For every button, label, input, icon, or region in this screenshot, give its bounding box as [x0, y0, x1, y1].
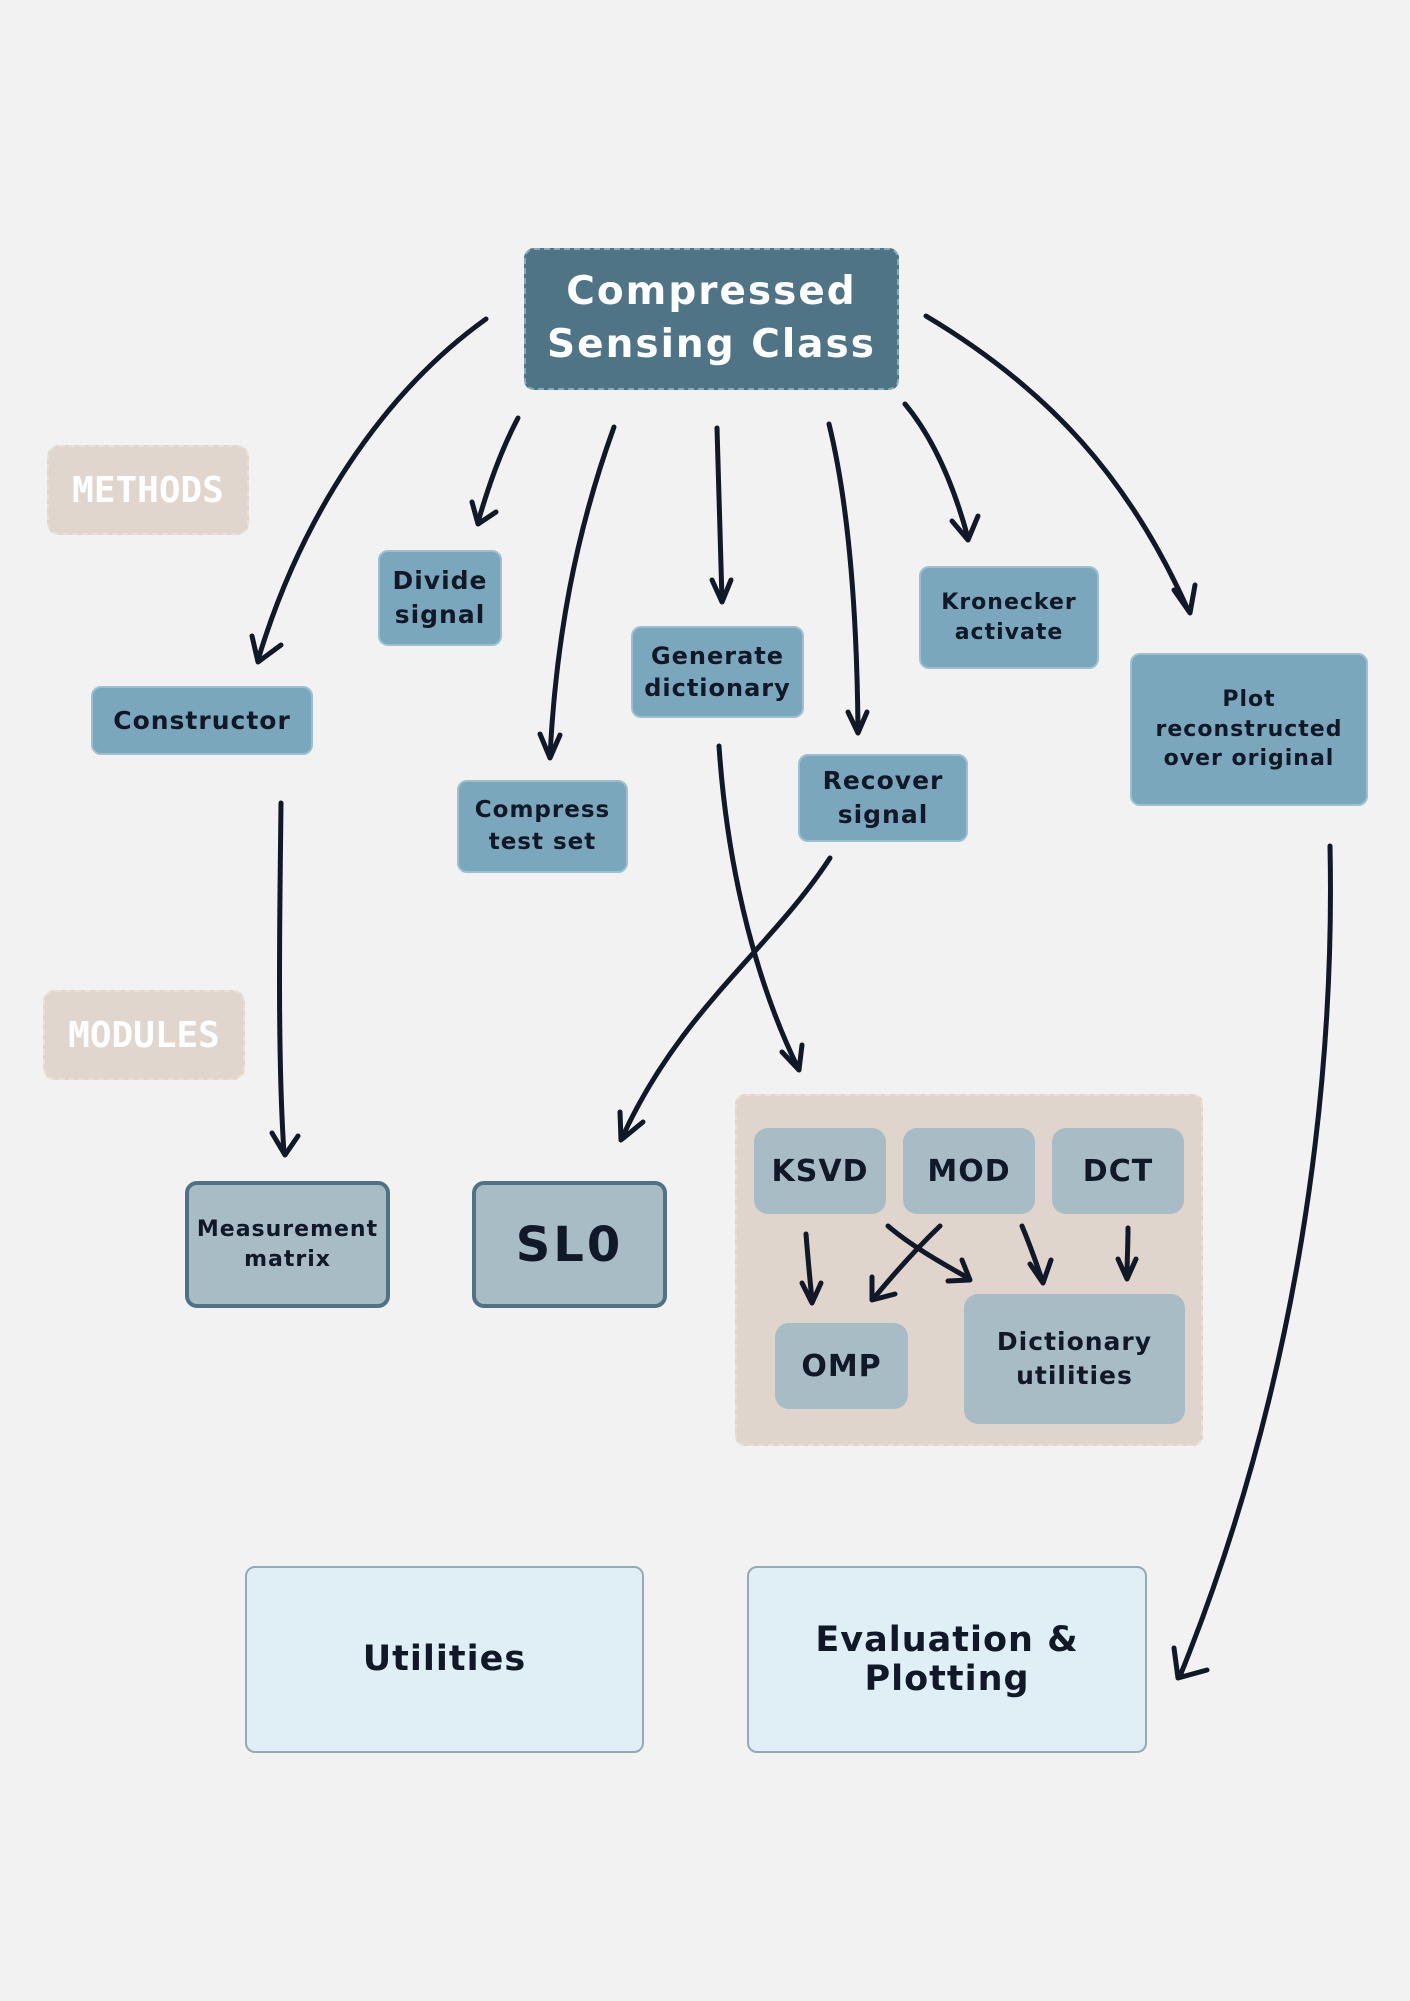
- arrow-mod-to-omp: [871, 1223, 943, 1301]
- arrow-root-to-recover-signal: [826, 421, 861, 733]
- arrow-root-to-plot-reconstructed: [923, 313, 1191, 613]
- method-recover-signal-label: Recover signal: [822, 766, 944, 829]
- method-constructor-label: Constructor: [113, 705, 291, 735]
- arrow-root-to-compress-test-set: [547, 424, 617, 759]
- module-dictionary-utilities-label: Dictionary utilities: [996, 1327, 1153, 1390]
- arrow-head-generate-dictionary: [709, 577, 734, 605]
- module-dct-label: DCT: [1082, 1153, 1154, 1189]
- method-divide-signal-label: Divide signal: [392, 566, 488, 629]
- module-dictionary-utilities: Dictionary utilities: [964, 1294, 1185, 1424]
- arrow-root-to-constructor: [255, 316, 489, 663]
- arrow-head-omp-from-ksvd: [799, 1280, 824, 1306]
- modules-tag-label: MODULES: [68, 1014, 220, 1056]
- arrow-head-dictionary-panel: [779, 1042, 805, 1073]
- arrow-generate-dictionary-to-panel: [716, 743, 801, 1071]
- arrow-head-plot-reconstructed: [1171, 582, 1198, 616]
- method-plot-reconstructed-label: Plot reconstructed over original: [1155, 686, 1343, 772]
- module-omp-label: OMP: [801, 1348, 882, 1384]
- method-plot-reconstructed: Plot reconstructed over original: [1130, 653, 1368, 806]
- arrow-head-dictionary-utilities-from-mod: [1027, 1257, 1054, 1286]
- arrow-recover-signal-to-slo: [619, 855, 833, 1141]
- module-measurement-matrix-label: Measurement matrix: [196, 1216, 379, 1272]
- method-generate-dictionary-label: Generate dictionary: [644, 641, 791, 702]
- methods-tag-label: METHODS: [72, 469, 224, 511]
- arrow-head-slo: [617, 1109, 646, 1143]
- module-omp: OMP: [775, 1323, 908, 1409]
- module-measurement-matrix: Measurement matrix: [185, 1181, 390, 1308]
- module-ksvd: KSVD: [754, 1128, 886, 1214]
- arrow-ksvd-to-omp: [803, 1231, 815, 1303]
- methods-tag: METHODS: [47, 445, 249, 535]
- arrow-root-to-divide-signal: [475, 415, 521, 525]
- method-generate-dictionary: Generate dictionary: [631, 626, 804, 718]
- arrow-head-recover-signal: [845, 709, 870, 736]
- utilities-node-label: Utilities: [362, 1639, 527, 1680]
- method-kronecker-activate-label: Kronecker activate: [941, 589, 1077, 645]
- utilities-node: Utilities: [245, 1566, 644, 1753]
- arrow-root-to-kronecker-activate: [902, 401, 971, 541]
- arrow-dct-to-dictionary-utilities: [1124, 1225, 1131, 1279]
- arrow-plot-to-evaluation: [1177, 843, 1333, 1679]
- module-mod-label: MOD: [927, 1153, 1011, 1189]
- arrow-head-divide-signal: [469, 499, 499, 527]
- arrow-head-constructor: [249, 633, 284, 665]
- arrow-head-dictionary-utilities-from-dct: [1115, 1256, 1139, 1282]
- evaluation-plotting-node: Evaluation & Plotting: [747, 1566, 1147, 1753]
- method-recover-signal: Recover signal: [798, 754, 968, 842]
- method-kronecker-activate: Kronecker activate: [919, 566, 1099, 669]
- arrow-ksvd-to-dictionary-utilities: [885, 1223, 971, 1281]
- method-divide-signal: Divide signal: [378, 550, 502, 646]
- arrow-head-omp-from-mod: [869, 1274, 898, 1303]
- arrow-head-compress-test-set: [537, 731, 563, 761]
- modules-tag: MODULES: [43, 990, 245, 1080]
- method-compress-test-set-label: Compress test set: [474, 797, 611, 855]
- method-compress-test-set: Compress test set: [457, 780, 628, 873]
- module-mod: MOD: [903, 1128, 1035, 1214]
- module-dct: DCT: [1052, 1128, 1184, 1214]
- root-node-label: Compressed Sensing Class: [547, 269, 876, 367]
- module-slo: SL0: [472, 1181, 667, 1308]
- arrow-head-kronecker-activate: [949, 513, 981, 543]
- module-slo-label: SL0: [515, 1216, 624, 1273]
- arrow-mod-to-dictionary-utilities: [1019, 1223, 1045, 1283]
- arrow-head-evaluation: [1171, 1645, 1210, 1681]
- method-constructor: Constructor: [91, 686, 313, 755]
- arrow-constructor-to-measurement-matrix: [277, 800, 287, 1156]
- module-ksvd-label: KSVD: [771, 1153, 869, 1189]
- arrow-root-to-generate-dictionary: [714, 425, 725, 603]
- arrow-head-dictionary-utilities-from-ksvd: [945, 1257, 973, 1284]
- evaluation-plotting-node-label: Evaluation & Plotting: [815, 1620, 1079, 1699]
- root-node-compressed-sensing-class: Compressed Sensing Class: [524, 248, 899, 390]
- arrow-head-measurement-matrix: [269, 1130, 301, 1158]
